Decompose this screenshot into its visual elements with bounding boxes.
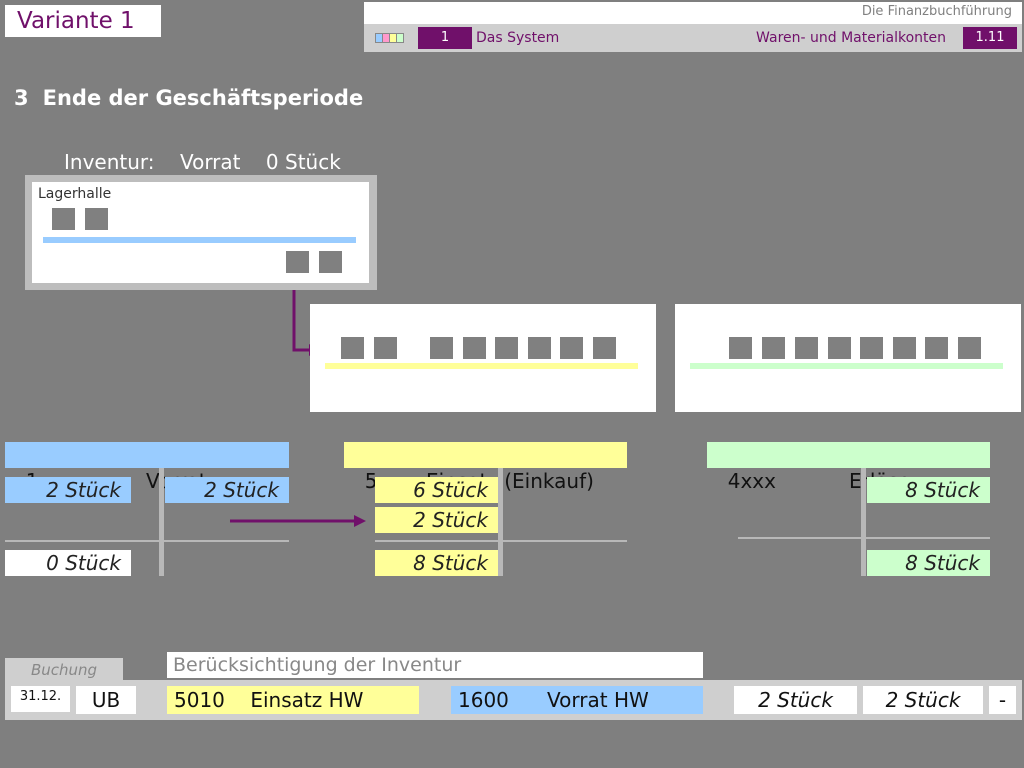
account-number: 4xxx [727,469,776,493]
goods-box-icon [560,337,583,359]
extra-field: - [989,686,1016,714]
goods-box-icon [495,337,518,359]
debit-account: 5010 Einsatz HW [167,686,419,714]
goods-box-icon [528,337,551,359]
t-account-divider [861,468,866,576]
sum-line [375,540,627,542]
goods-box-icon [52,208,75,230]
book-title: Die Finanzbuchführung [364,2,1022,24]
vorrat-balance: 0 Stück [5,550,131,576]
sum-line [738,537,990,539]
color-swatch-green-icon [396,33,404,43]
goods-box-icon [795,337,818,359]
t-account-divider [498,468,503,576]
sum-line [5,540,289,542]
goods-box-icon [319,251,342,273]
erloese-credit-entry: 8 Stück [867,477,990,503]
credit-account: 1600 Vorrat HW [451,686,703,714]
shelf-yellow [325,363,638,369]
goods-box-icon [762,337,785,359]
warehouse-label: Lagerhalle [38,186,112,202]
chapter-title: Das System [476,30,560,46]
einsatz-panel [310,304,656,412]
section-title: Waren- und Materialkonten [756,30,946,46]
goods-box-icon [374,337,397,359]
account-header-vorrat: 1xxxVorrat [5,442,289,493]
account-header-erloese: 4xxxErlöse [707,442,990,493]
heading-number: 3 [14,86,29,110]
einsatz-debit-entry: 2 Stück [375,507,498,533]
account-header-einsatz: 5xxxEinsatz (Einkauf) [344,442,627,493]
goods-box-icon [593,337,616,359]
goods-box-icon [85,208,108,230]
erloese-panel [675,304,1021,412]
header-bar: 1 Das System Waren- und Materialkonten 1… [364,24,1022,52]
goods-box-icon [860,337,883,359]
vorrat-debit-entry: 2 Stück [5,477,131,503]
einsatz-debit-entry: 6 Stück [375,477,498,503]
inventur-line: Inventur: Vorrat 0 Stück [64,150,341,174]
shelf-green [690,363,1003,369]
vorrat-credit-entry: 2 Stück [165,477,289,503]
heading-text: Ende der Geschäftsperiode [42,86,364,110]
goods-box-icon [958,337,981,359]
goods-box-icon [463,337,486,359]
shelf-blue [43,237,356,243]
arrow-icon [230,515,366,527]
t-account-divider [159,468,164,576]
tab-buchung[interactable]: Buchung [5,658,123,680]
goods-box-icon [286,251,309,273]
variant-label: Variante 1 [5,5,161,37]
goods-box-icon [828,337,851,359]
einsatz-total: 8 Stück [375,550,498,576]
goods-box-icon [430,337,453,359]
booking-date: 31.12. [11,686,70,712]
credit-amount: 2 Stück [863,686,983,714]
debit-amount: 2 Stück [734,686,857,714]
goods-box-icon [893,337,916,359]
chapter-number-button[interactable]: 1 [418,27,472,49]
page-title: 3 Ende der Geschäftsperiode [14,86,363,110]
goods-box-icon [341,337,364,359]
goods-box-icon [729,337,752,359]
goods-box-icon [925,337,948,359]
booking-description: Berücksichtigung der Inventur [167,652,703,678]
erloese-total: 8 Stück [867,550,990,576]
booking-type: UB [76,686,136,714]
section-number-button[interactable]: 1.11 [963,27,1017,49]
warehouse-panel: Lagerhalle [25,175,377,290]
